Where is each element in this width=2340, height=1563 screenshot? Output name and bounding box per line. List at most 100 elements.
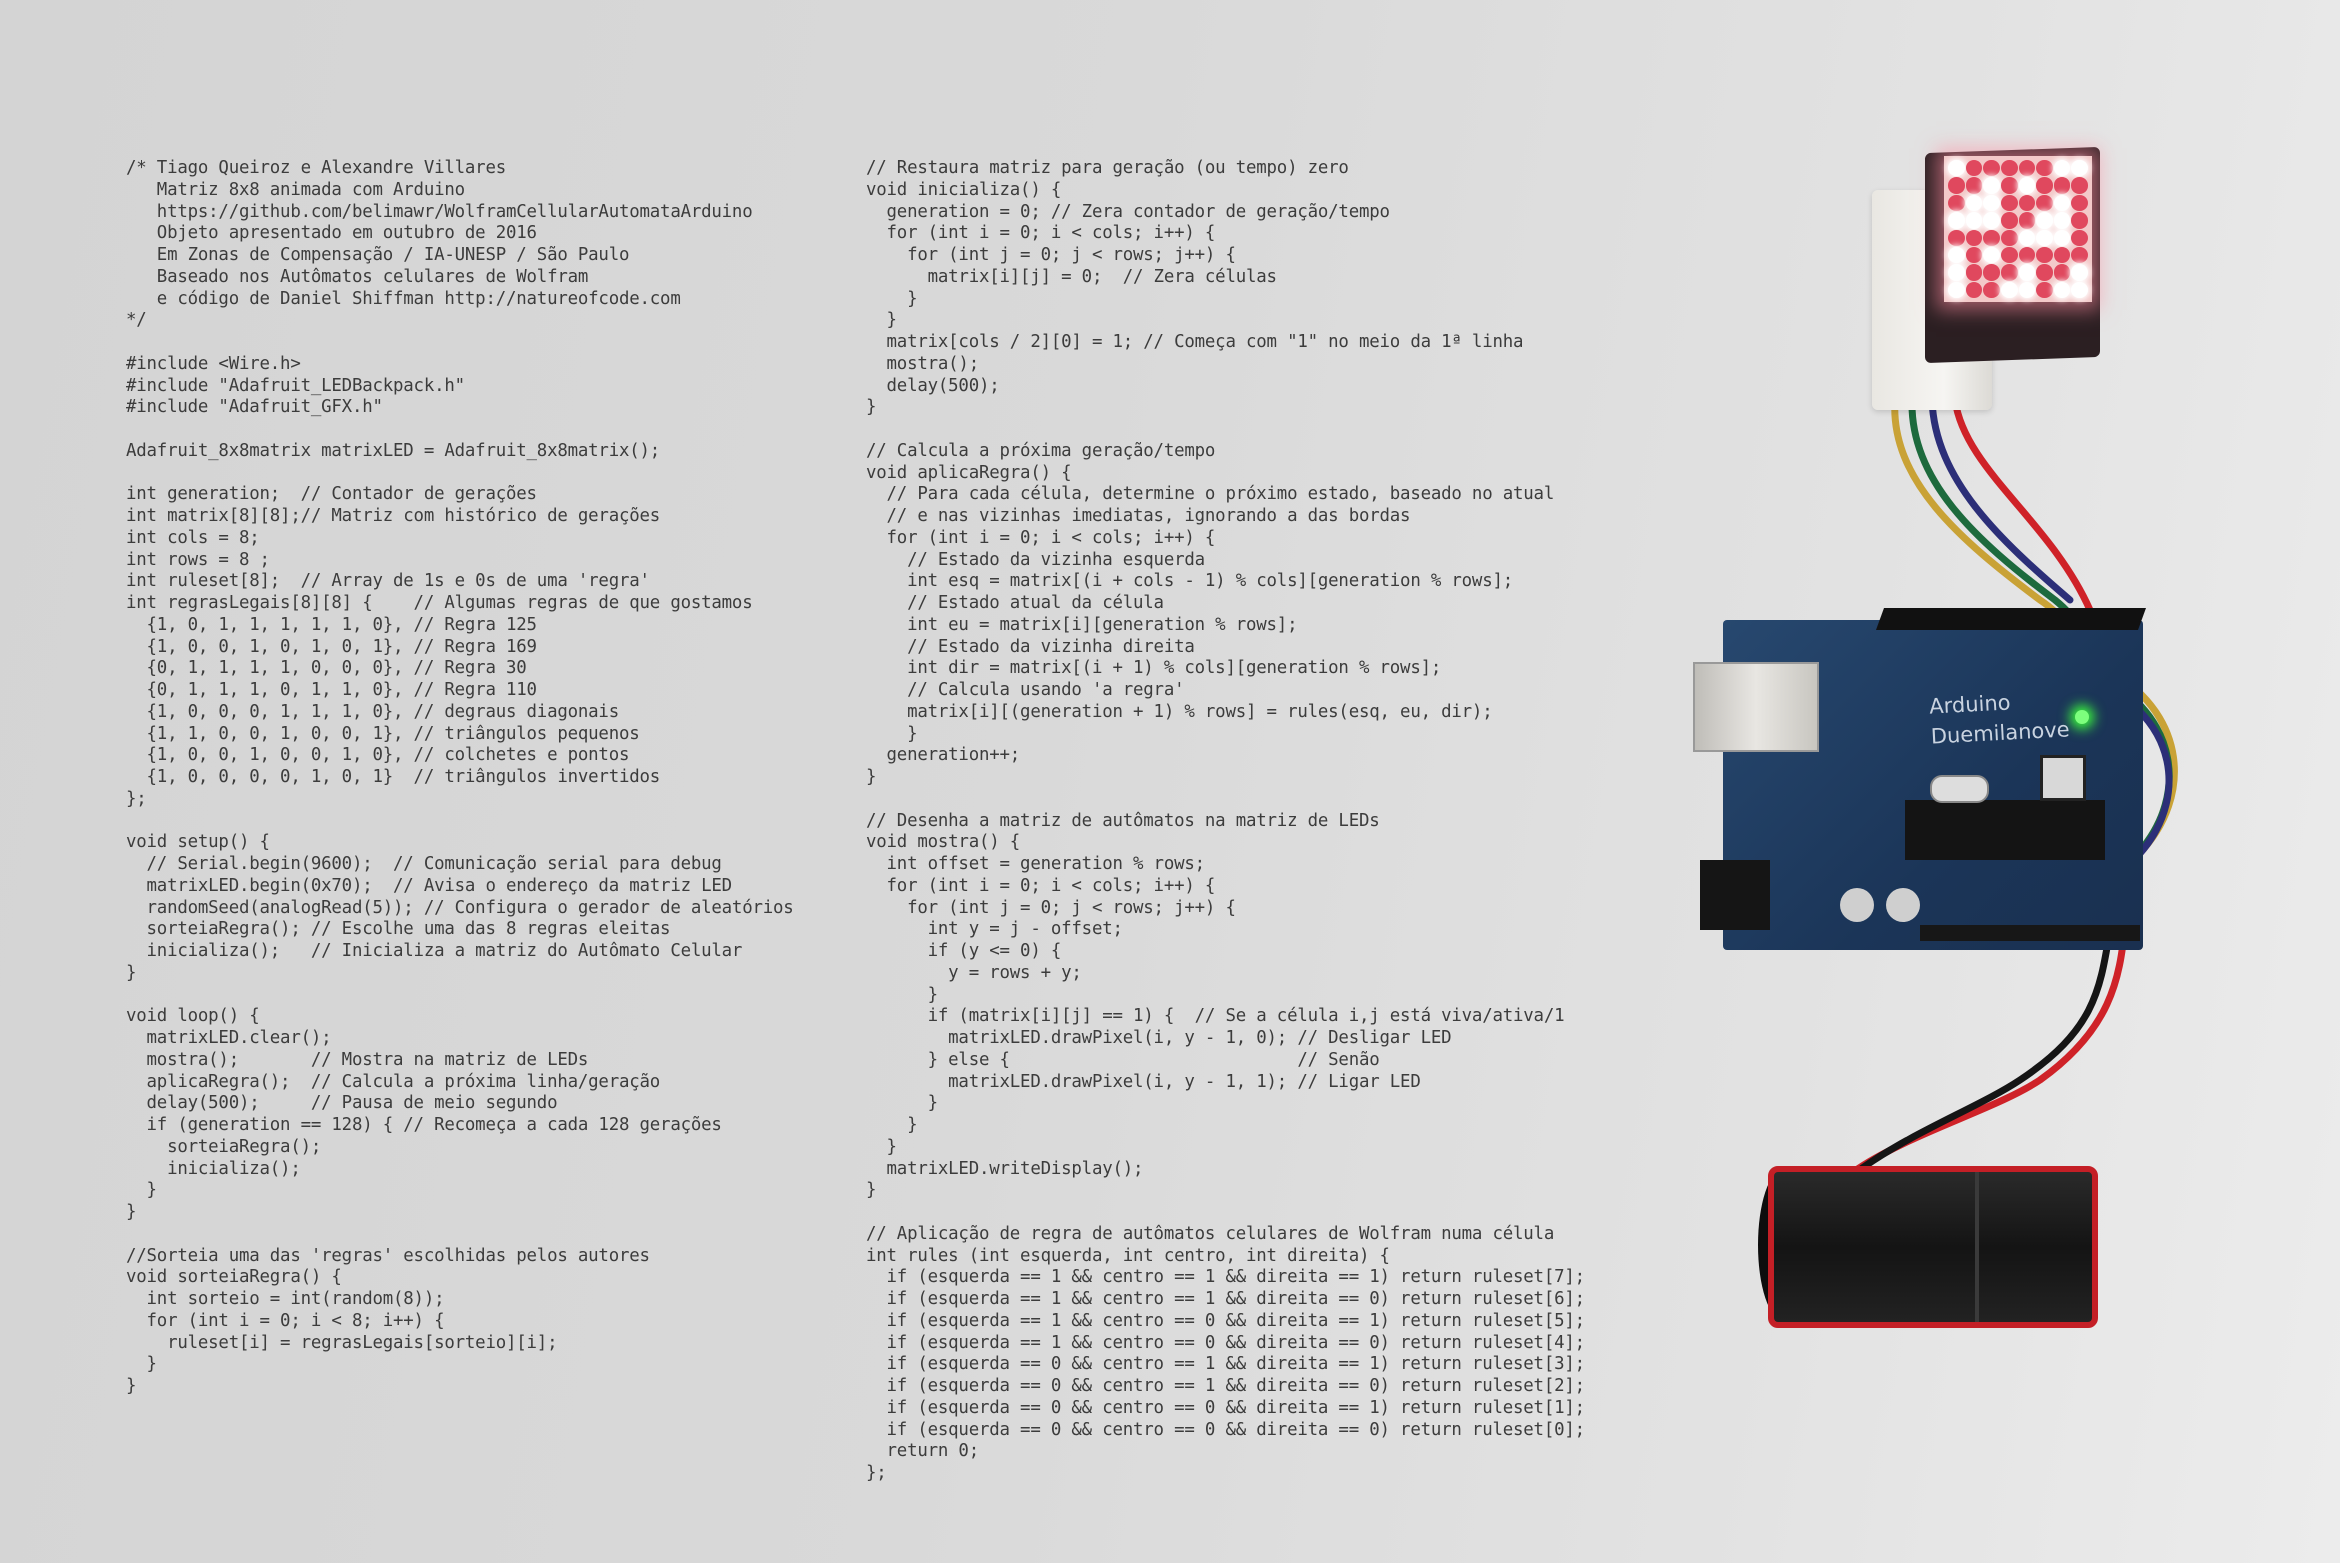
led-off (1948, 229, 1965, 246)
code-line: int eu = matrix[i][generation % rows]; (866, 614, 1298, 635)
code-line: if (esquerda == 0 && centro == 1 && dire… (866, 1376, 1586, 1396)
code-line: int sorteio = int(random(8)); (126, 1289, 445, 1309)
code-line: matrixLED.clear(); (126, 1028, 332, 1048)
led-off (1965, 246, 1983, 264)
code-line: } (126, 1354, 157, 1375)
led-on (2036, 229, 2053, 246)
code-line: generation++; (866, 745, 1021, 766)
led-on (2053, 212, 2071, 229)
led-off (1948, 194, 1965, 212)
code-line: // Estado da vizinha esquerda (866, 549, 1205, 570)
code-line: } (866, 984, 938, 1005)
battery-9v (1768, 1166, 2098, 1328)
led-off (1965, 160, 1983, 177)
code-line: for (int i = 0; i < cols; i++) { (866, 527, 1216, 548)
led-off (1965, 281, 1983, 298)
led-off (2018, 212, 2036, 229)
led-on (1983, 177, 2000, 194)
code-line: } (866, 1115, 918, 1135)
code-line: if (y <= 0) { (866, 941, 1062, 961)
code-line: // Serial.begin(9600); // Comunicação se… (126, 854, 722, 874)
code-line: {1, 0, 1, 1, 1, 1, 1, 0}, // Regra 125 (126, 614, 537, 635)
code-line: {1, 0, 0, 1, 0, 1, 0, 1}, // Regra 169 (126, 636, 537, 657)
code-line: https://github.com/belimawr/WolframCellu… (126, 201, 753, 222)
code-line: // Para cada célula, determine o próximo… (866, 484, 1555, 505)
led-on (1965, 212, 1983, 229)
code-line: // Calcula a próxima geração/tempo (866, 440, 1216, 461)
led-on (1948, 264, 1965, 281)
code-line: matrixLED.writeDisplay(); (866, 1158, 1144, 1179)
code-line: // Estado atual da célula (866, 593, 1164, 613)
code-line: // Calcula usando 'a regra' (866, 680, 1185, 700)
led-on (2018, 177, 2036, 194)
capacitor (1886, 888, 1920, 922)
code-line: if (matrix[i][j] == 1) { // Se a célula … (866, 1006, 1565, 1027)
led-on (1983, 246, 2000, 264)
code-line: int rows = 8 ; (126, 549, 270, 570)
code-line: // Estado da vizinha direita (866, 636, 1195, 657)
led-off (2053, 177, 2071, 194)
code-line: matrix[cols / 2][0] = 1; // Começa com "… (866, 332, 1524, 352)
code-line: int dir = matrix[(i + 1) % cols][generat… (866, 658, 1442, 679)
led-off (2053, 264, 2071, 281)
code-line: sorteiaRegra(); (126, 1136, 322, 1157)
led-on (1965, 194, 1983, 212)
led-off (2018, 246, 2036, 264)
led-off (2018, 160, 2036, 177)
wire-blue (1928, 396, 2074, 604)
led-off (2000, 229, 2018, 246)
code-line: matrixLED.drawPixel(i, y - 1, 0); // Des… (866, 1028, 1452, 1048)
code-line: Objeto apresentado em outubro de 2016 (126, 223, 537, 244)
code-line: } (866, 767, 877, 787)
led-on (2053, 160, 2071, 177)
led-off (2000, 246, 2018, 264)
microcontroller-chip (1905, 800, 2105, 860)
led-off (1983, 160, 2000, 177)
code-line: matrix[i][(generation + 1) % rows] = rul… (866, 701, 1493, 722)
code-line: {1, 0, 0, 0, 1, 1, 1, 0}, // degraus dia… (126, 701, 620, 722)
code-listing-right: // Restaura matriz para geração (ou temp… (866, 158, 1585, 1485)
code-line: } (866, 397, 877, 418)
code-line: aplicaRegra(); // Calcula a próxima linh… (126, 1071, 661, 1092)
power-led (2075, 710, 2089, 724)
led-off (2000, 160, 2018, 177)
code-line: matrix[i][j] = 0; // Zera células (866, 266, 1277, 287)
led-off (1948, 177, 1965, 194)
code-line: ruleset[i] = regrasLegais[sorteio][i]; (126, 1332, 558, 1353)
code-line: Em Zonas de Compensação / IA-UNESP / São… (126, 245, 630, 265)
code-line: int cols = 8; (126, 527, 260, 548)
usb-port (1693, 662, 1819, 752)
code-line: } (126, 1202, 137, 1222)
led-on (2071, 264, 2088, 281)
led-off (2053, 246, 2071, 264)
code-line: void setup() { (126, 832, 270, 853)
code-line: inicializa(); (126, 1158, 301, 1179)
code-line: void loop() { (126, 1006, 260, 1027)
led-on (2071, 160, 2088, 177)
code-line: #include <Wire.h> (126, 353, 301, 374)
led-on (1983, 194, 2000, 212)
code-line: } (866, 1180, 877, 1201)
code-line: } (866, 288, 918, 309)
led-on (2018, 229, 2036, 246)
code-line: void aplicaRegra() { (866, 462, 1072, 483)
code-line: // Aplicação de regra de autômatos celul… (866, 1223, 1555, 1244)
code-line: } (126, 962, 137, 983)
code-line: e código de Daniel Shiffman http://natur… (126, 288, 681, 309)
code-line: /* Tiago Queiroz e Alexandre Villares (126, 158, 506, 178)
code-line: Baseado nos Autômatos celulares de Wolfr… (126, 266, 589, 287)
code-line: inicializa(); // Inicializa a matriz do … (126, 941, 743, 961)
code-line: for (int j = 0; j < rows; j++) { (866, 897, 1236, 918)
code-line: if (esquerda == 0 && centro == 0 && dire… (866, 1397, 1586, 1418)
led-on (2018, 264, 2036, 281)
led-off (2036, 194, 2053, 212)
code-line: int generation; // Contador de gerações (126, 484, 537, 505)
led-on (2018, 281, 2036, 298)
battery-seam (1975, 1172, 1979, 1322)
power-jack (1700, 860, 1770, 930)
code-line: int y = j - offset; (866, 919, 1123, 940)
code-line: {1, 0, 0, 0, 0, 1, 0, 1} // triângulos i… (126, 767, 661, 787)
code-listing-left: /* Tiago Queiroz e Alexandre Villares Ma… (126, 158, 794, 1398)
led-on (1948, 212, 1965, 229)
led-on (2036, 212, 2053, 229)
